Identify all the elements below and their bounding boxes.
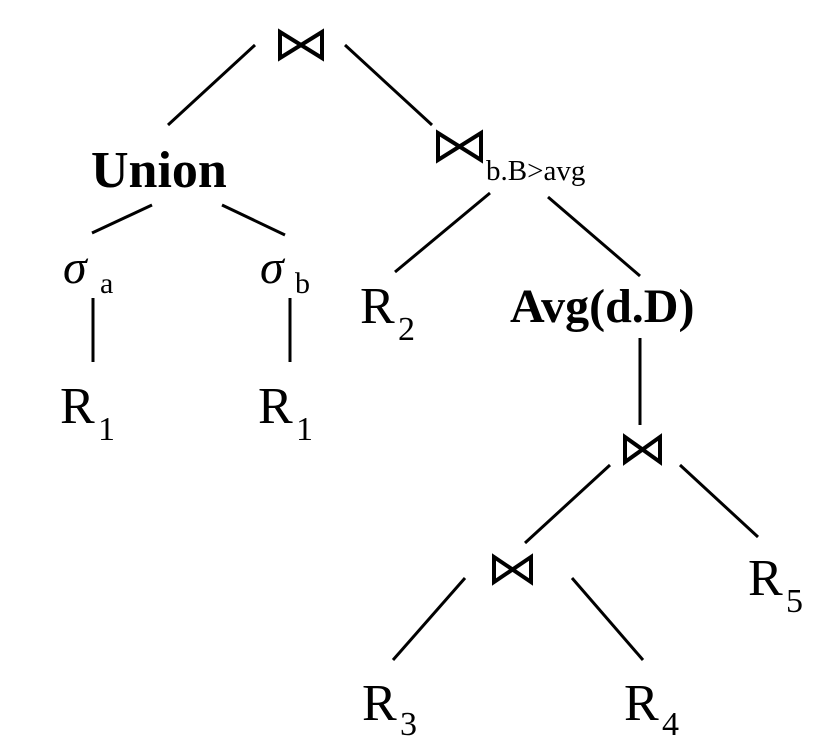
r2-subscript: 2 bbox=[398, 311, 415, 348]
edge-thetajoin-r2 bbox=[394, 191, 491, 274]
sigma-b-subscript: b bbox=[295, 267, 310, 300]
r2-node: R 2 bbox=[360, 278, 415, 348]
edge-joinlow-r4 bbox=[570, 577, 645, 661]
r5-subscript: 5 bbox=[786, 583, 803, 620]
edge-joinlow-r3 bbox=[391, 577, 467, 661]
r4-node: R 4 bbox=[624, 675, 679, 738]
edge-union-sigma-a bbox=[91, 203, 153, 235]
low-join-node: ⋈ bbox=[492, 553, 533, 586]
r4-subscript: 4 bbox=[662, 706, 679, 738]
r1-right-node: R 1 bbox=[258, 378, 313, 448]
sigma-b-symbol: σ bbox=[260, 241, 286, 294]
edge-root-thetajoin bbox=[343, 43, 434, 127]
r1-left-subscript: 1 bbox=[98, 411, 115, 448]
r5-base: R bbox=[748, 550, 783, 607]
theta-join-node: ⋈ b.B>avg bbox=[436, 129, 585, 187]
r1-right-subscript: 1 bbox=[296, 411, 313, 448]
mid-join-node: ⋈ bbox=[623, 433, 662, 466]
r1-right-base: R bbox=[258, 378, 293, 435]
avg-label: Avg(d.D) bbox=[510, 280, 694, 333]
edge-join-joinlow bbox=[523, 463, 612, 545]
r3-base: R bbox=[362, 675, 397, 732]
union-label: Union bbox=[91, 142, 227, 199]
edge-thetajoin-avg bbox=[547, 195, 641, 278]
theta-join-condition: b.B>avg bbox=[486, 155, 585, 187]
edge-join-r5 bbox=[678, 463, 760, 539]
r3-node: R 3 bbox=[362, 675, 417, 738]
sigma-a-subscript: a bbox=[100, 267, 113, 300]
root-join-node: ⋈ bbox=[278, 28, 324, 62]
r1-left-base: R bbox=[60, 378, 95, 435]
edge-union-sigma-b bbox=[221, 203, 286, 237]
sigma-b-node: σ b bbox=[260, 241, 310, 300]
edge-root-union bbox=[166, 43, 257, 127]
r2-base: R bbox=[360, 278, 395, 335]
tree-edges bbox=[91, 43, 760, 661]
r5-node: R 5 bbox=[748, 550, 803, 620]
sigma-a-symbol: σ bbox=[63, 241, 89, 294]
sigma-a-node: σ a bbox=[63, 241, 113, 300]
r1-left-node: R 1 bbox=[60, 378, 115, 448]
r4-base: R bbox=[624, 675, 659, 732]
r3-subscript: 3 bbox=[400, 706, 417, 738]
